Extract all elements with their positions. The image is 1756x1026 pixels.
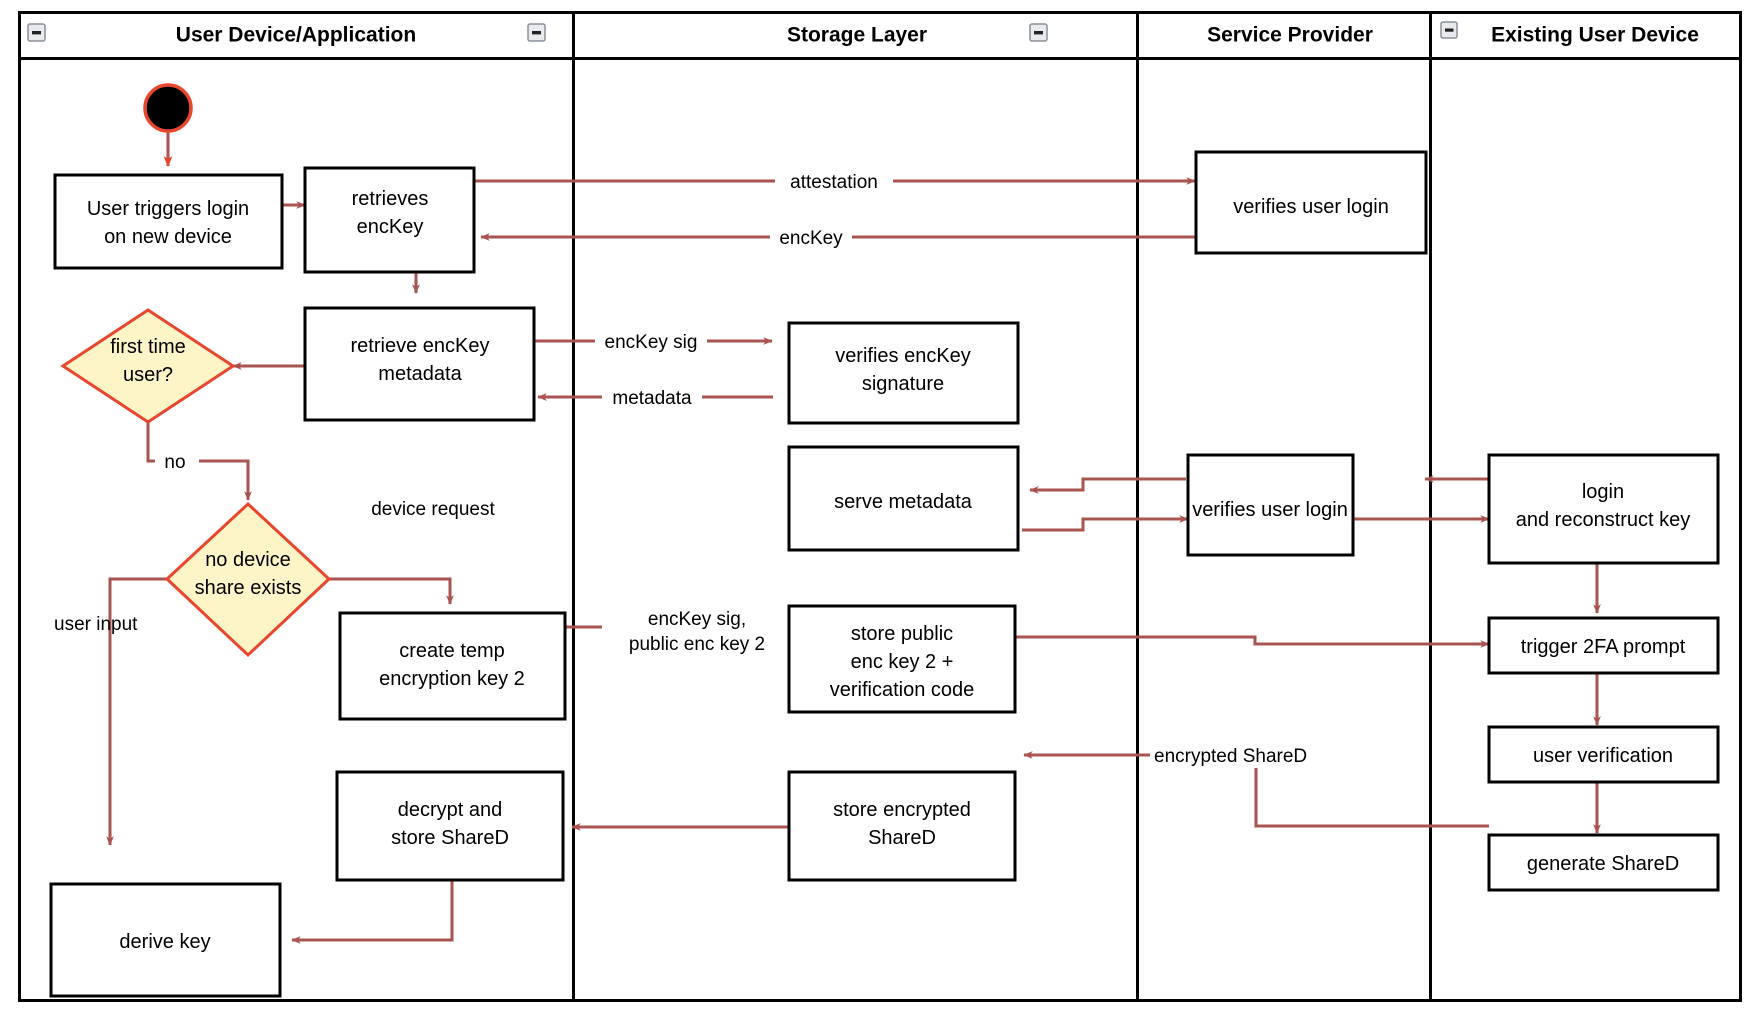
node-label-verifies-user-login-1: verifies user login bbox=[1233, 196, 1389, 218]
decision-label-first-time-user-l2: user? bbox=[123, 364, 173, 386]
decision-label-no-device-share-l1: no device bbox=[205, 549, 291, 571]
node-label-retrieve-enckey-metadata-l2: metadata bbox=[378, 363, 462, 385]
node-label-verifies-user-login-2: verifies user login bbox=[1192, 499, 1348, 521]
edge-user-input: user input bbox=[54, 577, 167, 846]
node-create-temp-key[interactable]: create temp encryption key 2 bbox=[338, 611, 567, 721]
lane-title-storage: Storage Layer bbox=[787, 24, 927, 47]
node-label-serve-metadata: serve metadata bbox=[834, 491, 973, 513]
node-serve-metadata[interactable]: serve metadata bbox=[787, 445, 1020, 552]
node-label-retrieves-enckey-l1: retrieves bbox=[352, 188, 429, 210]
node-label-create-temp-key-l2: encryption key 2 bbox=[379, 668, 525, 690]
node-label-trigger-2fa: trigger 2FA prompt bbox=[1521, 636, 1686, 658]
node-label-store-public-enc-key-l1: store public bbox=[851, 623, 953, 645]
node-label-login-reconstruct-key-l1: login bbox=[1582, 481, 1624, 503]
edge-device-request: device request bbox=[329, 495, 525, 605]
node-verifies-user-login-1[interactable]: verifies user login bbox=[1194, 150, 1428, 255]
edge-attestation: attestation bbox=[473, 168, 1196, 194]
lane-title-service-provider: Service Provider bbox=[1207, 24, 1373, 47]
node-derive-key[interactable]: derive key bbox=[49, 882, 282, 998]
edge-label-enckey-sig: encKey sig bbox=[605, 332, 698, 353]
node-trigger-2fa[interactable]: trigger 2FA prompt bbox=[1487, 616, 1720, 675]
node-label-user-triggers-login-l1: User triggers login bbox=[87, 198, 249, 220]
node-store-encrypted-shared[interactable]: store encrypted ShareD bbox=[787, 770, 1017, 882]
node-retrieves-enckey[interactable]: retrieves encKey bbox=[303, 166, 476, 274]
node-label-retrieves-enckey-l2: encKey bbox=[357, 216, 424, 238]
node-label-decrypt-store-shared-l1: decrypt and bbox=[398, 799, 503, 821]
node-label-verifies-enckey-signature-l1: verifies encKey bbox=[835, 345, 971, 367]
node-verifies-user-login-2[interactable]: verifies user login bbox=[1186, 453, 1355, 557]
minus-box-icon-bar bbox=[1445, 28, 1454, 32]
swimlane-frame bbox=[18, 11, 1742, 1002]
node-generate-shared[interactable]: generate ShareD bbox=[1487, 833, 1720, 892]
node-label-retrieve-enckey-metadata-l1: retrieve encKey bbox=[351, 335, 490, 357]
node-label-decrypt-store-shared-l2: store ShareD bbox=[391, 827, 509, 849]
node-label-login-reconstruct-key-l2: and reconstruct key bbox=[1516, 509, 1691, 531]
node-label-create-temp-key-l1: create temp bbox=[399, 640, 505, 662]
edge-label-enckey-sig-public-l1: encKey sig, bbox=[648, 609, 746, 630]
lane-header-existing-device[interactable]: Existing User Device bbox=[1440, 21, 1699, 47]
edge-label-encrypted-shared: encrypted ShareD bbox=[1154, 746, 1307, 767]
node-label-verifies-enckey-signature-l2: signature bbox=[862, 373, 944, 395]
node-label-generate-shared: generate ShareD bbox=[1527, 853, 1679, 875]
node-label-store-encrypted-shared-l2: ShareD bbox=[868, 827, 936, 849]
node-retrieve-enckey-metadata[interactable]: retrieve encKey metadata bbox=[303, 306, 536, 422]
lane-header-service-provider[interactable]: Service Provider bbox=[1029, 23, 1373, 47]
edge-encrypted-shared: encrypted ShareD bbox=[1023, 742, 1489, 828]
edge-enckey-sig: encKey sig bbox=[530, 328, 773, 354]
edge-label-enckey-sig-public-l2: public enc key 2 bbox=[629, 634, 765, 655]
edge-metadata: metadata bbox=[537, 384, 773, 410]
decision-no-device-share[interactable]: no device share exists bbox=[164, 501, 332, 658]
edge-label-enckey: encKey bbox=[779, 228, 843, 249]
node-decrypt-store-shared[interactable]: decrypt and store ShareD bbox=[335, 770, 565, 882]
start-node bbox=[143, 83, 193, 133]
edge-enckey-sig-public: encKey sig, public enc key 2 bbox=[565, 605, 798, 657]
decision-label-first-time-user-l1: first time bbox=[110, 336, 186, 358]
edge-label-no: no bbox=[164, 452, 185, 473]
decision-label-no-device-share-l2: share exists bbox=[195, 577, 302, 599]
edge-label-user-input: user input bbox=[54, 614, 138, 635]
minus-box-icon-bar bbox=[532, 31, 541, 35]
edge-sp-to-serve bbox=[1029, 477, 1186, 494]
node-label-user-triggers-login-l2: on new device bbox=[104, 226, 232, 248]
node-store-public-enc-key[interactable]: store public enc key 2 + verification co… bbox=[787, 604, 1017, 714]
node-label-store-public-enc-key-l3: verification code bbox=[830, 679, 975, 701]
edge-label-device-request: device request bbox=[371, 499, 495, 520]
minus-box-icon-bar bbox=[32, 31, 41, 35]
edge-serve-to-sp bbox=[1022, 515, 1189, 532]
node-verifies-enckey-signature[interactable]: verifies encKey signature bbox=[787, 321, 1020, 425]
node-login-reconstruct-key[interactable]: login and reconstruct key bbox=[1487, 453, 1720, 565]
edge-enckey: encKey bbox=[480, 224, 1195, 250]
edge-store-to-2fa bbox=[1014, 635, 1490, 648]
node-label-store-encrypted-shared-l1: store encrypted bbox=[833, 799, 971, 821]
lane-header-storage[interactable]: Storage Layer bbox=[527, 23, 927, 47]
edge-label-attestation: attestation bbox=[790, 172, 878, 193]
decision-first-time-user[interactable]: first time user? bbox=[60, 308, 236, 424]
node-user-verification[interactable]: user verification bbox=[1487, 725, 1720, 784]
lane-header-user-device[interactable]: User Device/Application bbox=[27, 23, 416, 47]
node-label-derive-key: derive key bbox=[119, 931, 210, 953]
edge-decrypt-to-derive bbox=[291, 880, 454, 944]
lane-title-existing-device: Existing User Device bbox=[1491, 24, 1699, 47]
lane-title-user-device: User Device/Application bbox=[176, 24, 416, 47]
node-user-triggers-login[interactable]: User triggers login on new device bbox=[53, 173, 284, 270]
edge-no: no bbox=[146, 413, 252, 501]
node-label-store-public-enc-key-l2: enc key 2 + bbox=[851, 651, 954, 673]
minus-box-icon-bar bbox=[1034, 31, 1043, 35]
edge-label-metadata: metadata bbox=[612, 388, 692, 409]
node-label-user-verification: user verification bbox=[1533, 745, 1673, 767]
